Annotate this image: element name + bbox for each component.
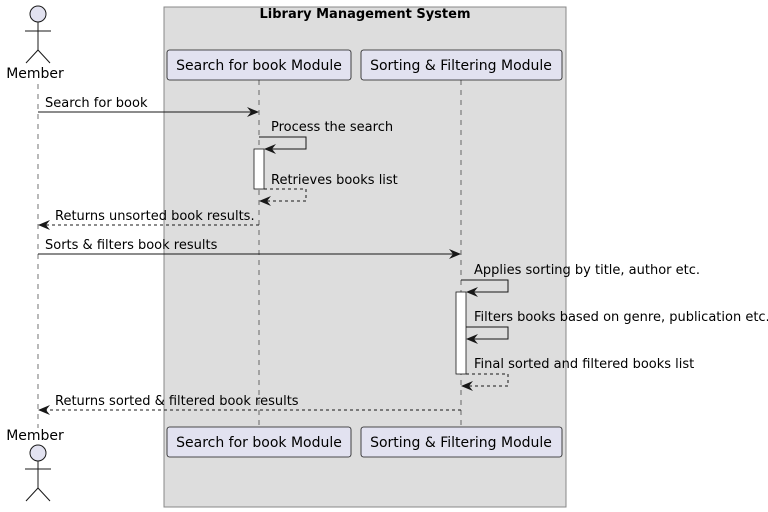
message-label-9: Returns sorted & filtered book results xyxy=(55,394,299,409)
sorting-participant-top-label: Sorting & Filtering Module xyxy=(370,58,552,74)
sorting-participant-bottom[interactable]: Sorting & Filtering Module xyxy=(360,426,563,458)
message-arrow-8 xyxy=(461,373,509,391)
message-label-1: Search for book xyxy=(45,96,148,111)
message-arrow-6 xyxy=(461,279,509,297)
sorting-activation-bar xyxy=(455,291,467,375)
message-label-8: Final sorted and filtered books list xyxy=(474,357,694,372)
message-label-4: Returns unsorted book results. xyxy=(55,209,255,224)
system-box-title: Library Management System xyxy=(259,7,470,22)
message-arrow-2 xyxy=(259,136,307,154)
message-label-6: Applies sorting by title, author etc. xyxy=(474,263,700,278)
search-participant-bottom-label: Search for book Module xyxy=(176,435,342,451)
message-label-5: Sorts & filters book results xyxy=(45,238,218,253)
search-participant-top-label: Search for book Module xyxy=(176,58,342,74)
member-actor-top[interactable] xyxy=(25,5,51,64)
message-label-7: Filters books based on genre, publicatio… xyxy=(474,310,768,325)
search-participant-top[interactable]: Search for book Module xyxy=(166,49,352,81)
message-arrow-3 xyxy=(259,188,307,206)
search-participant-bottom[interactable]: Search for book Module xyxy=(166,426,352,458)
search-activation-bar xyxy=(253,148,265,190)
message-arrow-7 xyxy=(466,326,509,344)
message-label-2: Process the search xyxy=(271,120,393,135)
sorting-participant-top[interactable]: Sorting & Filtering Module xyxy=(360,49,563,81)
member-actor-bottom[interactable] xyxy=(25,444,51,502)
member-label-top: Member xyxy=(6,66,64,82)
member-label-bottom: Member xyxy=(6,428,64,444)
sorting-participant-bottom-label: Sorting & Filtering Module xyxy=(370,435,552,451)
message-label-3: Retrieves books list xyxy=(271,173,398,188)
system-box xyxy=(163,6,567,508)
